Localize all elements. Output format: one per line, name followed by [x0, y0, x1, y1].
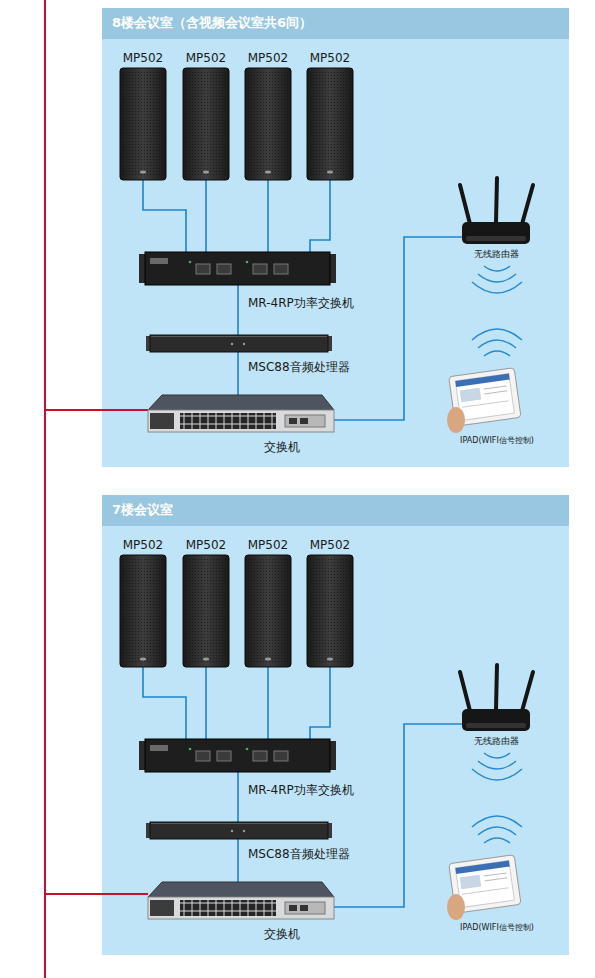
network-switch: 交换机	[148, 395, 334, 432]
signal-wire	[237, 839, 239, 882]
signal-wire	[310, 180, 330, 252]
signal-wire	[237, 285, 239, 335]
ipad-control: IPAD(WIFI信号控制)	[450, 370, 522, 425]
device-label: MP502	[186, 51, 227, 65]
network-switch: 交换机	[148, 882, 334, 919]
speaker: MP502	[245, 68, 291, 180]
device-label: MR-4RP功率交换机	[248, 296, 354, 310]
backbone-link	[45, 410, 148, 894]
signal-wire	[205, 180, 207, 252]
speaker: MP502	[183, 555, 229, 667]
signal-wire	[267, 180, 269, 252]
device-label: IPAD(WIFI信号控制)	[460, 436, 534, 446]
device-label: MSC88音频处理器	[248, 847, 350, 861]
device-label: MSC88音频处理器	[248, 360, 350, 374]
power-switcher: MR-4RP功率交换机	[145, 739, 330, 772]
speaker: MP502	[183, 68, 229, 180]
device-label: MP502	[123, 51, 164, 65]
speaker: MP502	[307, 68, 353, 180]
device-label: 无线路由器	[474, 249, 519, 260]
device-label: MP502	[123, 538, 164, 552]
signal-wire	[205, 667, 207, 739]
speaker: MP502	[307, 555, 353, 667]
device-label: MP502	[248, 51, 289, 65]
signal-wire	[237, 772, 239, 822]
wireless-router: 无线路由器	[462, 709, 530, 731]
signal-wire	[310, 667, 330, 739]
speaker: MP502	[120, 68, 166, 180]
signal-wire	[267, 667, 269, 739]
power-switcher: MR-4RP功率交换机	[145, 252, 330, 285]
device-label: MP502	[248, 538, 289, 552]
device-label: MR-4RP功率交换机	[248, 783, 354, 797]
floor-panel: 8楼会议室（含视频会议室共6间）MP502MP502MP502MP502MR-4…	[102, 8, 569, 467]
device-label: MP502	[310, 538, 351, 552]
signal-wire	[334, 724, 462, 907]
signal-wire	[143, 667, 186, 739]
signal-wire	[143, 180, 186, 252]
signal-wire	[237, 352, 239, 395]
signal-wire	[334, 237, 462, 420]
device-label: 交换机	[264, 440, 300, 454]
panel-title: 7楼会议室	[112, 502, 173, 518]
device-label: IPAD(WIFI信号控制)	[460, 923, 534, 933]
speaker: MP502	[245, 555, 291, 667]
audio-processor: MSC88音频处理器	[150, 335, 328, 352]
audio-processor: MSC88音频处理器	[150, 822, 328, 839]
floor-panel: 7楼会议室MP502MP502MP502MP502MR-4RP功率交换机MSC8…	[102, 495, 569, 955]
device-label: 无线路由器	[474, 736, 519, 747]
device-label: MP502	[186, 538, 227, 552]
ipad-control: IPAD(WIFI信号控制)	[450, 857, 522, 912]
wireless-router: 无线路由器	[462, 222, 530, 244]
device-label: MP502	[310, 51, 351, 65]
panel-title: 8楼会议室（含视频会议室共6间）	[112, 15, 312, 31]
device-label: 交换机	[264, 927, 300, 941]
speaker: MP502	[120, 555, 166, 667]
